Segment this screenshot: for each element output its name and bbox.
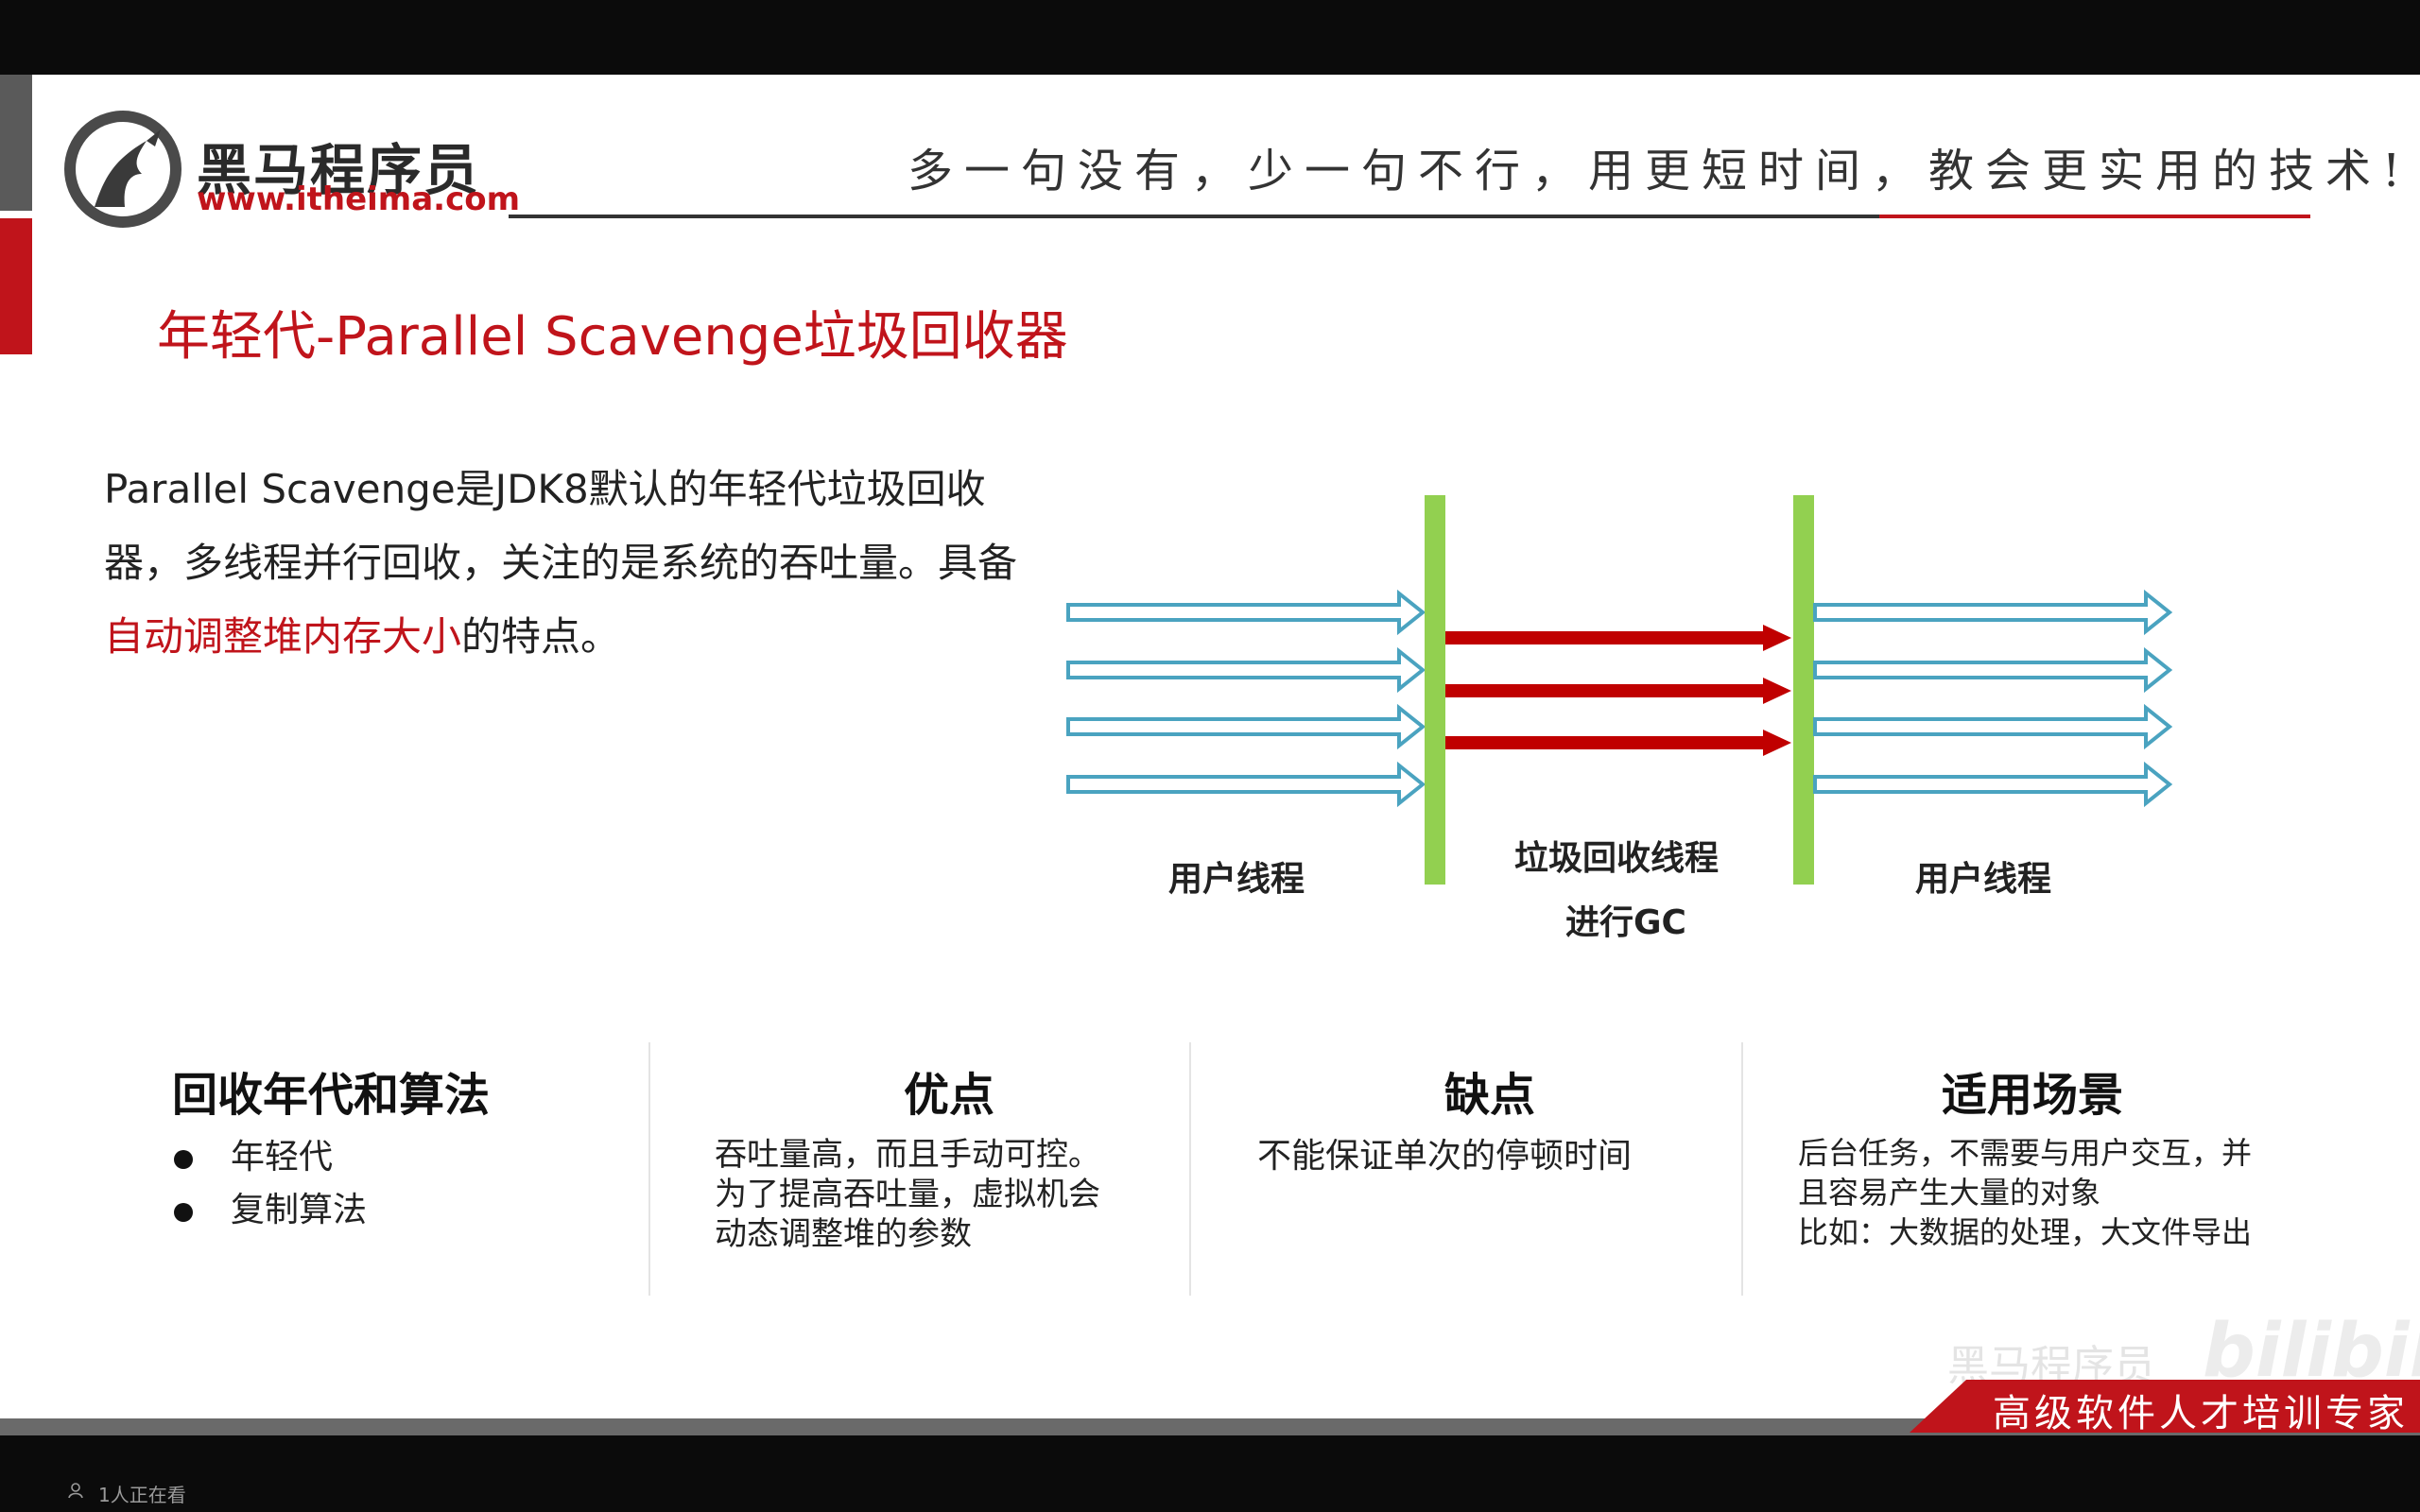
pros-line: 吞吐量高，而且手动可控。 — [715, 1136, 1100, 1174]
description-text-end: 的特点。 — [461, 613, 621, 660]
label-user-threads-right: 用户线程 — [1915, 860, 2052, 899]
footer-banner-text: 高级软件人才培训专家 — [1993, 1392, 2409, 1435]
logo-url: www.itheima.com — [197, 180, 521, 218]
pros-line: 动态调整堆的参数 — [715, 1215, 972, 1253]
slide-bottom-bar — [0, 1418, 2420, 1435]
scenarios-text: 后台任务，不需要与用户交互，并 且容易产生大量的对象 比如：大数据的处理，大文件… — [1798, 1133, 2252, 1252]
column-divider — [1189, 1042, 1191, 1296]
description-text: Parallel Scavenge是JDK8默认的年轻代垃圾回收器，多线程并行回… — [104, 466, 1018, 586]
algorithm-bullet-list: 年轻代 复制算法 — [170, 1131, 367, 1237]
user-thread-arrow — [1066, 592, 1425, 633]
slide-title: 年轻代-Parallel Scavenge垃圾回收器 — [157, 306, 1068, 368]
cons-line: 不能保证单次的停顿时间 — [1257, 1137, 1633, 1176]
pros-line: 为了提高吞吐量，虚拟机会 — [715, 1176, 1100, 1213]
slide-canvas: 黑马程序员 www.itheima.com 多一句没有，少一句不行，用更短时间，… — [0, 75, 2420, 1420]
description-highlight: 自动调整堆内存大小 — [104, 613, 462, 660]
user-thread-arrow — [1066, 706, 1425, 747]
column-title-pros: 优点 — [904, 1069, 995, 1122]
list-item: 年轻代 — [170, 1131, 367, 1184]
column-divider — [1741, 1042, 1743, 1296]
slogan: 多一句没有，少一句不行，用更短时间，教会更实用的技术! — [908, 145, 2412, 198]
user-thread-arrow — [1813, 764, 2171, 805]
column-title-algorithm: 回收年代和算法 — [172, 1069, 491, 1122]
pros-text: 吞吐量高，而且手动可控。 为了提高吞吐量，虚拟机会 动态调整堆的参数 — [715, 1135, 1100, 1254]
column-title-scenarios: 适用场景 — [1942, 1069, 2124, 1122]
gc-thread-arrow — [1445, 730, 1791, 756]
edge-marker-red — [0, 218, 32, 354]
column-divider — [648, 1042, 650, 1296]
user-thread-arrow — [1066, 764, 1425, 805]
footer-banner — [1910, 1380, 2420, 1433]
header-rule-accent — [1879, 215, 2310, 218]
user-thread-arrow — [1813, 706, 2171, 747]
viewer-icon — [68, 1483, 83, 1499]
column-title-cons: 缺点 — [1444, 1069, 1536, 1122]
scenarios-line: 后台任务，不需要与用户交互，并 — [1798, 1135, 2253, 1171]
user-thread-arrow — [1813, 592, 2171, 633]
description-paragraph: Parallel Scavenge是JDK8默认的年轻代垃圾回收器，多线程并行回… — [104, 453, 1040, 674]
gc-thread-diagram: 用户线程 垃圾回收线程 进行GC 用户线程 — [1059, 415, 2193, 944]
horse-logo-icon — [64, 111, 182, 228]
list-item: 复制算法 — [170, 1184, 367, 1237]
label-gc-threads: 垃圾回收线程 — [1514, 839, 1720, 878]
gc-end-bar — [1793, 495, 1814, 885]
header-rule — [509, 215, 1879, 218]
user-thread-arrow — [1813, 649, 2171, 691]
viewer-count: 1人正在看 — [98, 1484, 186, 1506]
edge-marker-gray — [0, 75, 32, 211]
scenarios-line: 比如：大数据的处理，大文件导出 — [1798, 1214, 2253, 1250]
scenarios-line: 且容易产生大量的对象 — [1798, 1175, 2101, 1211]
label-gc-run: 进行GC — [1565, 903, 1686, 942]
user-thread-arrow — [1066, 649, 1425, 691]
cons-text: 不能保证单次的停顿时间 — [1257, 1137, 1632, 1177]
gc-start-bar — [1425, 495, 1445, 885]
logo-text: 黑马程序员 — [197, 138, 481, 202]
label-user-threads-left: 用户线程 — [1168, 860, 1305, 899]
gc-thread-arrow — [1445, 625, 1791, 651]
gc-thread-arrow — [1445, 678, 1791, 704]
